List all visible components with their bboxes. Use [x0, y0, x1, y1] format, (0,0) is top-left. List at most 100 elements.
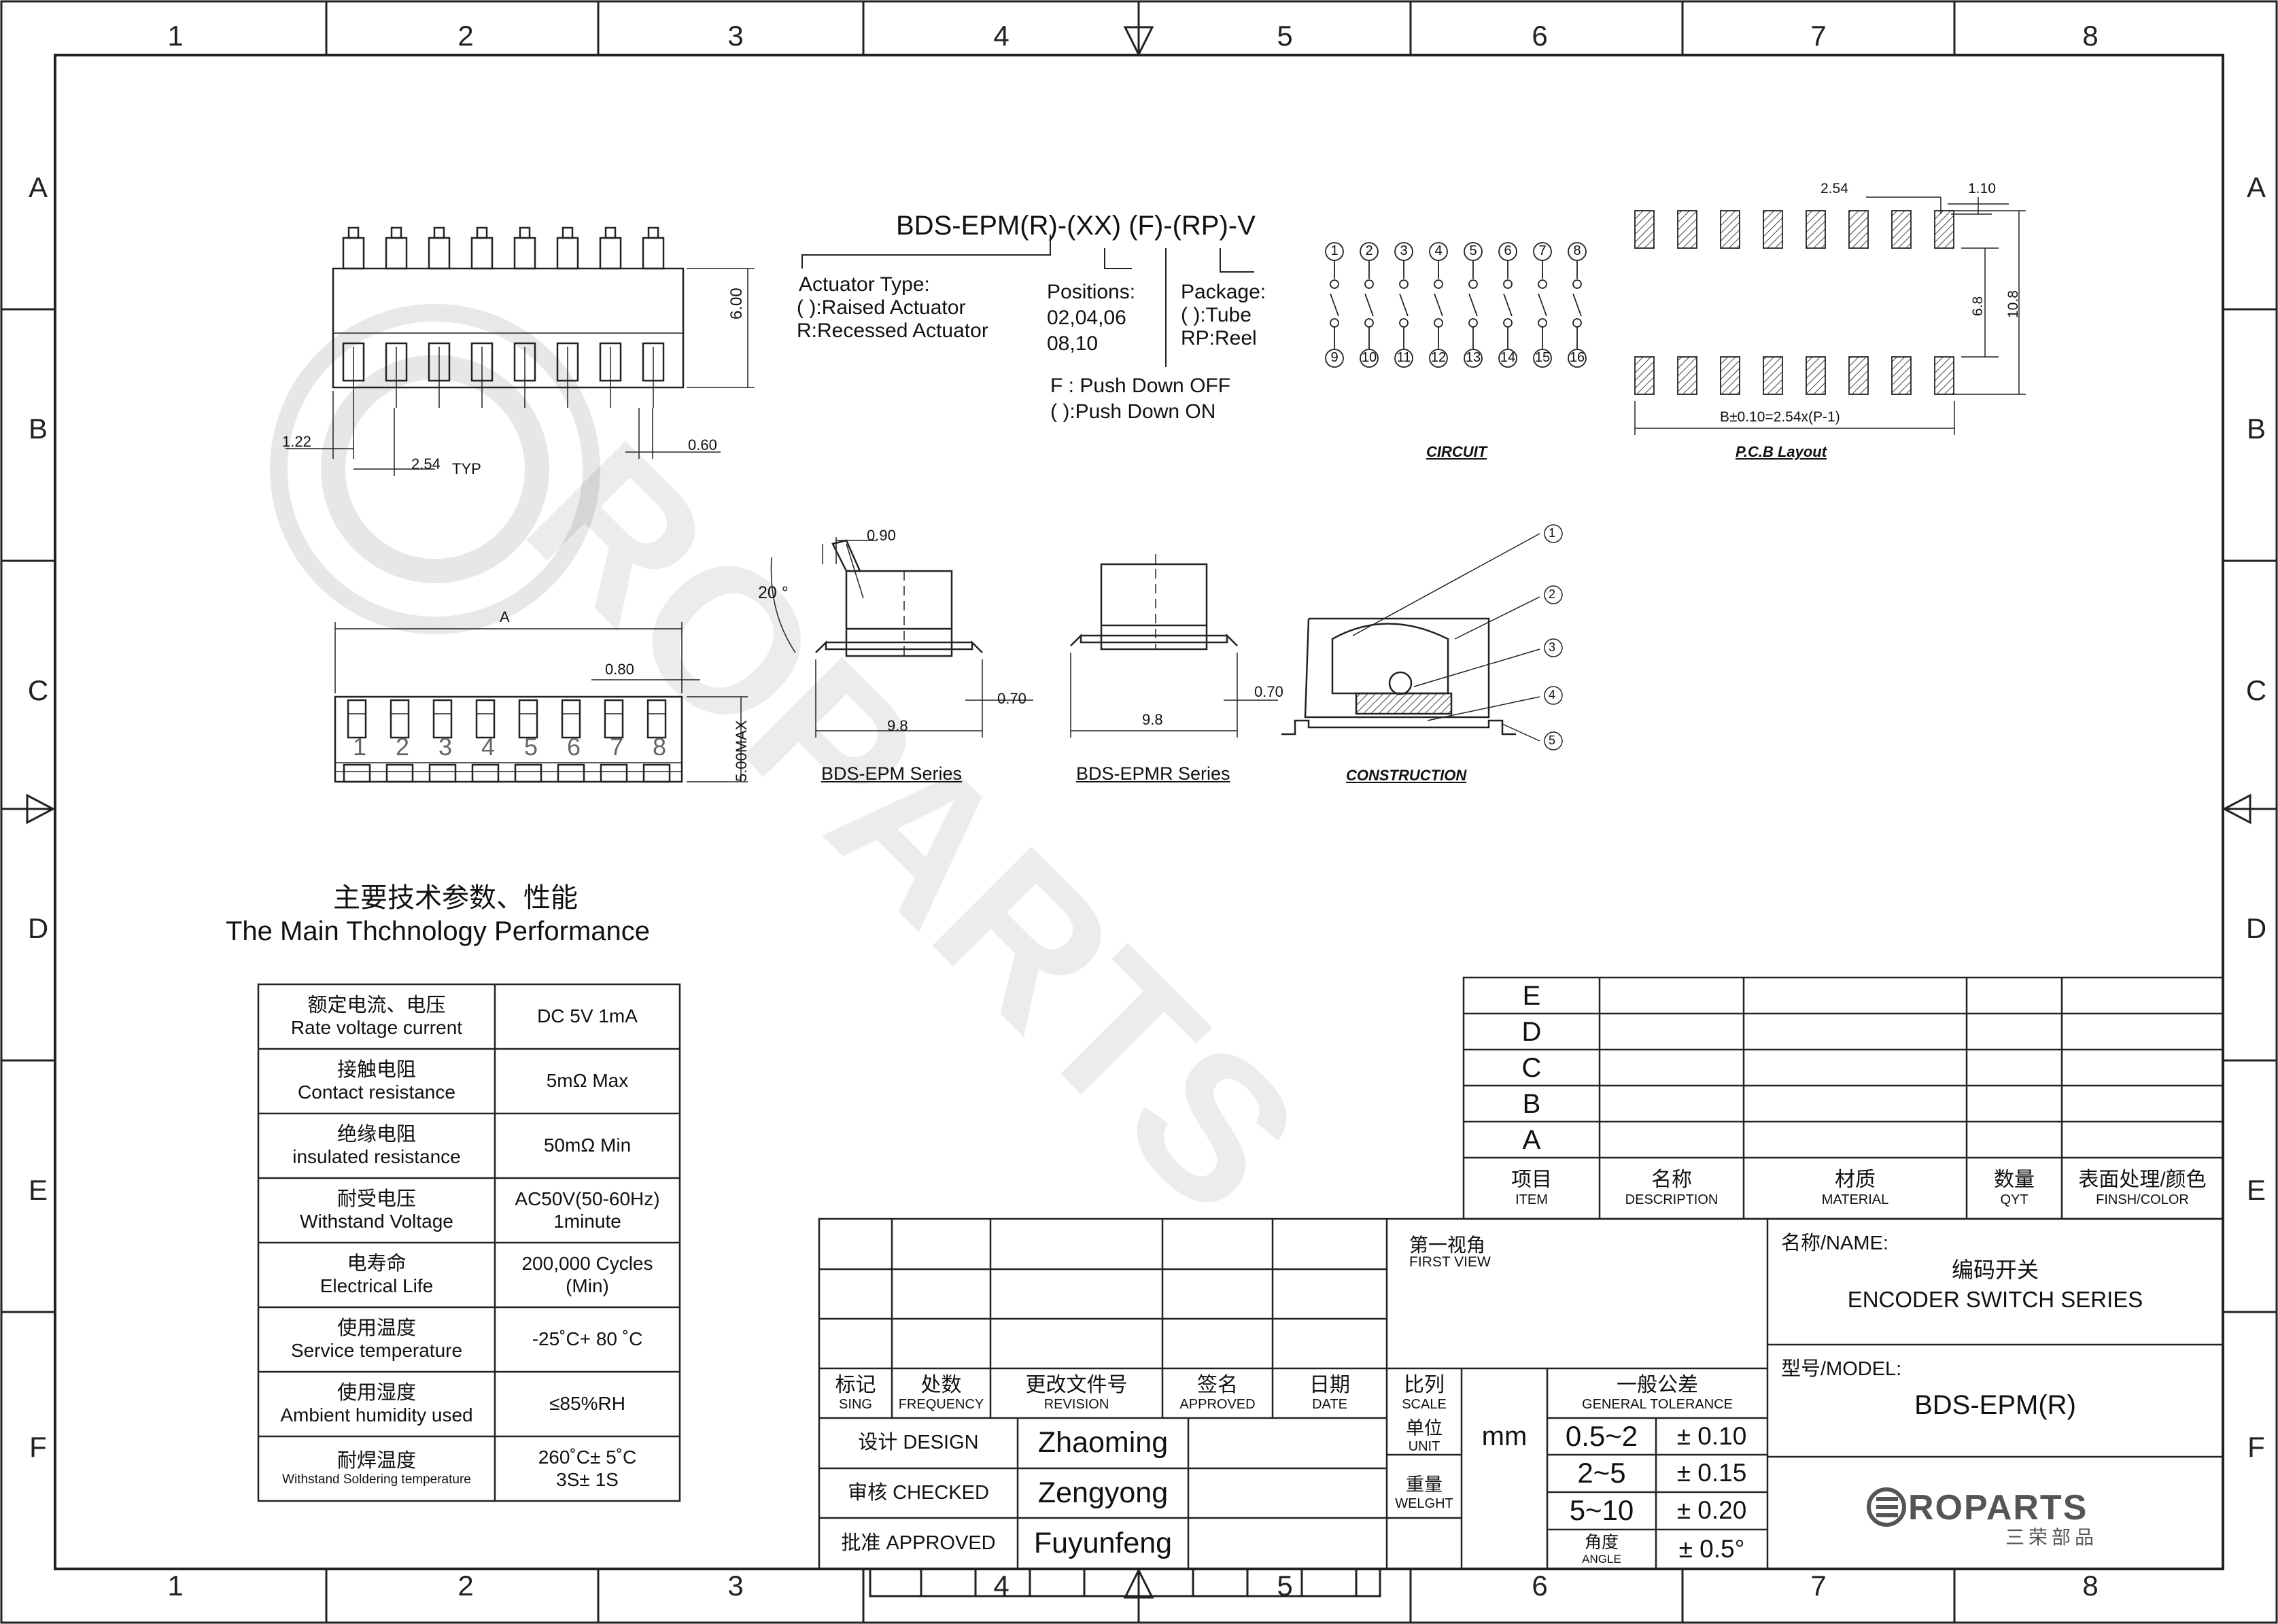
dim-front-a: A	[500, 608, 510, 625]
approval-role: 批准 APPROVED	[841, 1532, 996, 1554]
perf-value-2: 3S± 1S	[556, 1468, 619, 1490]
circuit-label: CIRCUIT	[1426, 443, 1487, 460]
front-key-foot	[600, 763, 628, 783]
front-key-foot	[428, 763, 457, 783]
perf-param-en: Contact resistance	[298, 1082, 455, 1103]
name-label: 名称/NAME:	[1781, 1232, 1888, 1254]
name-cn: 编码开关	[1951, 1258, 2039, 1282]
dim-r-length: 9.8	[1142, 711, 1163, 728]
dim-pcb-b: B±0.10=2.54x(P-1)	[1720, 409, 1840, 425]
circuit-pin-number: 12	[1430, 350, 1447, 365]
perf-param-en: Rate voltage current	[290, 1017, 463, 1039]
circuit-pin-number: 8	[1573, 243, 1581, 258]
front-key	[347, 699, 367, 739]
tolerance-range: 2~5	[1577, 1457, 1626, 1489]
dim-side-length: 9.8	[887, 717, 908, 734]
circuit-pin-number: 4	[1434, 243, 1443, 258]
zone-col-1: 1	[167, 1570, 184, 1602]
actuator-type-title: Actuator Type:	[799, 273, 930, 296]
top-actuator-tip	[390, 226, 402, 239]
scale-cell: 比列 SCALE	[1387, 1368, 1462, 1418]
bom-row-letter: D	[1521, 1016, 1542, 1047]
top-actuator	[642, 237, 665, 270]
weight-cell: 重量 WELGHT	[1387, 1468, 1462, 1518]
performance-table-lines	[257, 983, 681, 1502]
pcb-layout-label: P.C.B Layout	[1736, 443, 1827, 460]
front-position-number: 6	[567, 733, 581, 761]
series-epmr-label: BDS-EPMR Series	[1076, 763, 1230, 784]
pcb-pad	[1934, 210, 1954, 249]
circuit-switch	[1538, 293, 1547, 317]
bom-header-en: FINSH/COLOR	[2096, 1192, 2189, 1207]
top-actuator	[385, 237, 408, 270]
top-actuator-tip	[476, 226, 488, 239]
circuit-contact	[1364, 279, 1374, 289]
front-position-number: 2	[396, 733, 410, 761]
top-actuator-tip	[433, 226, 445, 239]
zone-row-D: D	[27, 912, 49, 944]
dim-left-offset: 1.22	[282, 433, 311, 450]
circuit-contact	[1572, 318, 1582, 328]
tolerance-range: 0.5~2	[1565, 1419, 1638, 1452]
dim-pitch: 2.54	[411, 455, 441, 472]
circuit-switch	[1503, 293, 1513, 317]
dim-pcb-inner: 6.8	[1970, 296, 1986, 316]
bom-header-cn: 项目	[1511, 1169, 1552, 1192]
bom-header-en: DESCRIPTION	[1625, 1192, 1719, 1207]
construction-callout: 3	[1549, 640, 1556, 654]
circuit-contact	[1503, 279, 1513, 289]
dim-pcb-pitch: 2.54	[1820, 181, 1848, 196]
tolerance-cn: 一般公差	[1617, 1373, 1698, 1396]
perf-value: ≤85%RH	[549, 1393, 625, 1415]
circuit-pin-number: 16	[1569, 350, 1585, 365]
top-actuator	[470, 237, 494, 270]
title-block-lines	[818, 1217, 2224, 1570]
circuit-pin-number: 9	[1330, 350, 1339, 365]
front-key-foot	[471, 763, 500, 783]
circuit-contact	[1538, 279, 1547, 289]
top-view-drawing	[286, 226, 755, 476]
zone-col-8: 8	[2082, 1570, 2099, 1602]
tolerance-header: 一般公差 GENERAL TOLERANCE	[1547, 1368, 1767, 1418]
tolerance-value: ± 0.15	[1676, 1459, 1747, 1487]
front-key	[475, 699, 496, 739]
approval-role: 设计 DESIGN	[858, 1432, 979, 1454]
revision-header-cn: 标记	[835, 1373, 876, 1396]
tolerance-value: ± 0.20	[1676, 1496, 1747, 1525]
revision-header-en: DATE	[1312, 1397, 1347, 1413]
construction-callout: 4	[1549, 688, 1556, 702]
perf-value: -25˚C+ 80 ˚C	[532, 1328, 643, 1350]
revision-header-cn: 处数	[920, 1373, 962, 1396]
perf-value-cell: 200,000 Cycles(Min)	[495, 1243, 680, 1307]
revision-header-en: SING	[839, 1397, 872, 1413]
zone-col-6: 6	[1532, 1570, 1548, 1602]
top-actuator-tip	[562, 226, 574, 239]
top-actuator	[428, 237, 451, 270]
approval-name: Zhaoming	[1037, 1426, 1169, 1459]
perf-param-cn: 电寿命	[347, 1252, 407, 1275]
unit-cn: 单位	[1406, 1417, 1443, 1438]
epmr-side-drawing	[1070, 554, 1278, 738]
circuit-switch	[1434, 293, 1443, 317]
zone-col-2: 2	[458, 20, 474, 52]
circuit-pin-number: 2	[1365, 243, 1373, 258]
dim-typ: TYP	[452, 460, 481, 477]
zone-col-3: 3	[727, 1570, 744, 1602]
circuit-pin-number: 1	[1330, 243, 1339, 258]
circuit-pin-number: 14	[1500, 350, 1516, 365]
dim-side-lead: 0.70	[997, 690, 1026, 707]
construction-callout: 1	[1549, 526, 1556, 540]
top-actuator	[342, 237, 365, 270]
zone-col-3: 3	[727, 20, 744, 52]
bom-header-en: QYT	[2000, 1192, 2029, 1207]
bom-row-letter: E	[1522, 980, 1541, 1011]
circuit-pin-number: 15	[1534, 350, 1551, 365]
perf-value: AC50V(50-60Hz)	[515, 1188, 660, 1210]
pcb-pad	[1806, 356, 1826, 395]
